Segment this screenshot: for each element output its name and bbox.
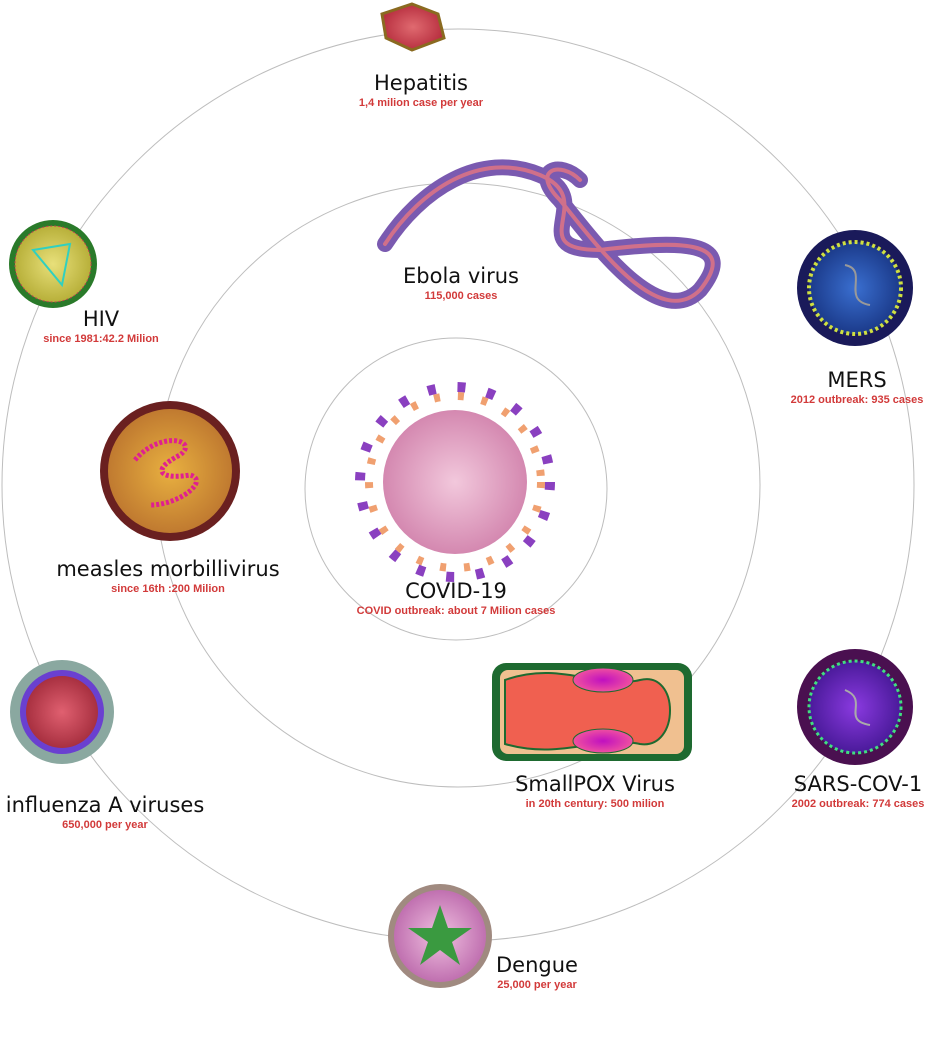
smallpox-virus-icon <box>492 663 692 761</box>
dengue-virus-icon <box>388 884 492 988</box>
influenza-a-virus-icon <box>10 660 114 764</box>
virus-name: measles morbillivirus <box>56 557 280 581</box>
virus-label-sars-cov-1: SARS-COV-1 2002 outbreak: 774 cases <box>792 771 925 811</box>
virus-label-hepatitis: Hepatitis 1,4 milion case per year <box>359 70 483 110</box>
virus-stat: in 20th century: 500 milion <box>525 798 665 810</box>
virus-label-mers: MERS 2012 outbreak: 935 cases <box>791 367 924 407</box>
virus-stat: 650,000 per year <box>62 819 148 831</box>
virus-name: Dengue <box>496 953 578 977</box>
virus-name: SARS-COV-1 <box>793 772 923 796</box>
covid-19-virus-icon <box>355 382 555 582</box>
sars-cov-1-virus-icon <box>797 649 913 765</box>
virus-label-smallpox: SmallPOX Virus in 20th century: 500 mili… <box>515 771 675 811</box>
virus-stat: COVID outbreak: about 7 Milion cases <box>356 605 556 617</box>
virus-label-ebola: Ebola virus 115,000 cases <box>403 263 519 303</box>
virus-label-dengue: Dengue 25,000 per year <box>496 952 578 992</box>
virus-label-covid-19: COVID-19 COVID outbreak: about 7 Milion … <box>357 578 556 618</box>
virus-stat: 2012 outbreak: 935 cases <box>790 394 924 406</box>
virus-name: SmallPOX Virus <box>515 772 675 796</box>
virus-stat: 1,4 milion case per year <box>358 97 484 109</box>
virus-label-measles: measles morbillivirus since 16th :200 Mi… <box>56 556 279 596</box>
mers-virus-icon <box>797 230 913 346</box>
virus-name: Hepatitis <box>373 71 468 95</box>
virus-name: MERS <box>827 368 887 392</box>
virus-stat: 25,000 per year <box>497 979 577 991</box>
virus-stat: 115,000 cases <box>424 290 498 302</box>
hiv-virus-icon <box>9 220 97 308</box>
virus-name: Ebola virus <box>403 264 519 288</box>
virus-name: influenza A viruses <box>5 793 205 817</box>
inner-ring <box>304 337 608 641</box>
virus-stat: 2002 outbreak: 774 cases <box>791 798 925 810</box>
virus-name: COVID-19 <box>405 579 507 603</box>
virus-stat: since 16th :200 Milion <box>111 583 225 595</box>
measles-virus-icon <box>100 401 240 541</box>
virus-stat: since 1981:42.2 Milion <box>43 333 159 345</box>
virus-label-influenza: influenza A viruses 650,000 per year <box>6 792 205 832</box>
ebola-virus-icon <box>377 159 721 309</box>
hepatitis-virus-icon <box>380 2 446 52</box>
virus-name: HIV <box>82 307 120 331</box>
virus-label-hiv: HIV since 1981:42.2 Milion <box>43 306 159 346</box>
